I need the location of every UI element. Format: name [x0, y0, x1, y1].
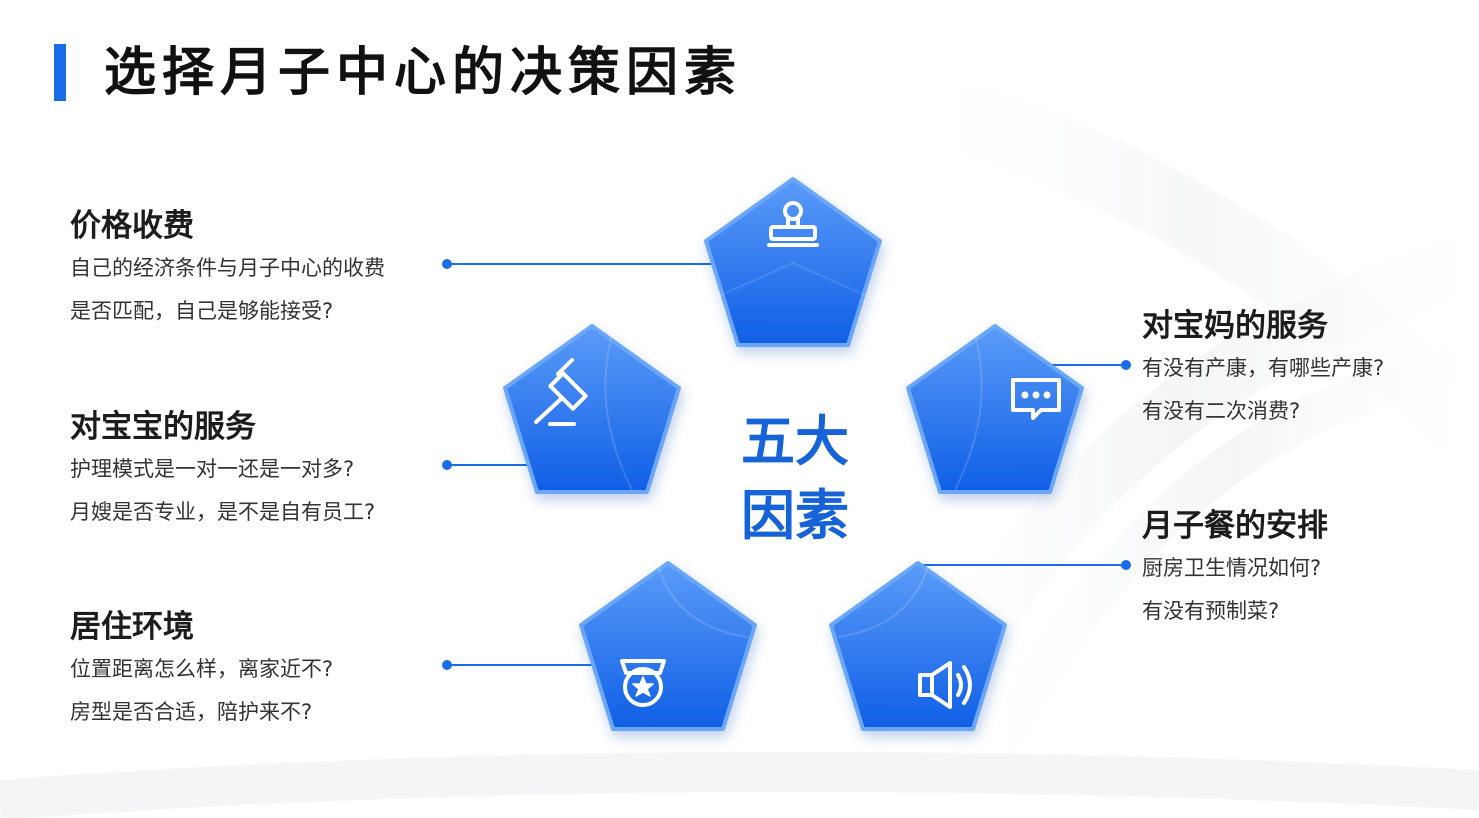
center-label-line1: 五大 — [741, 410, 849, 473]
factor-desc-line2: 有没有预制菜? — [1142, 599, 1280, 623]
pentagon-price — [704, 177, 882, 347]
factor-mom-service: 对宝妈的服务 有没有产康，有哪些产康? 有没有二次消费? — [1142, 305, 1384, 433]
factor-title: 对宝宝的服务 — [70, 409, 256, 445]
page-title: 选择月子中心的决策因素 — [104, 43, 743, 103]
center-label-line2: 因素 — [741, 484, 849, 547]
factor-meal-arrangement: 月子餐的安排 厨房卫生情况如何? 有没有预制菜? — [1142, 505, 1328, 633]
pentagon-baby — [503, 324, 681, 494]
factor-baby-service: 对宝宝的服务 护理模式是一对一还是一对多? 月嫂是否专业，是不是自有员工? — [70, 406, 375, 534]
center-label: 五大 因素 — [730, 405, 860, 553]
speaker-icon — [918, 661, 972, 709]
factor-living-environment: 居住环境 位置距离怎么样，离家近不? 房型是否合适，陪护来不? — [70, 606, 333, 734]
factor-title: 月子餐的安排 — [1142, 508, 1328, 544]
connector-meal — [920, 560, 1131, 570]
connector-living — [442, 660, 600, 670]
factor-desc-line1: 自己的经济条件与月子中心的收费 — [70, 256, 385, 280]
connector-baby — [442, 460, 535, 470]
connector-price — [442, 259, 720, 269]
pentagon-living — [579, 561, 757, 731]
factor-desc-line1: 有没有产康，有哪些产康? — [1142, 356, 1385, 380]
title-accent-bar — [54, 44, 66, 101]
factor-desc-line2: 是否匹配，自己是够能接受? — [70, 299, 334, 323]
factor-desc-line1: 护理模式是一对一还是一对多? — [70, 457, 355, 481]
stamp-icon — [767, 201, 819, 247]
pentagon-mom — [906, 324, 1084, 494]
connector-mom — [1045, 360, 1131, 370]
factor-desc-line2: 有没有二次消费? — [1142, 399, 1301, 423]
factor-desc-line2: 房型是否合适，陪护来不? — [70, 700, 313, 724]
factor-desc-line1: 厨房卫生情况如何? — [1142, 556, 1322, 580]
factor-title: 价格收费 — [70, 208, 194, 244]
factor-title: 对宝妈的服务 — [1142, 308, 1328, 344]
gavel-icon — [534, 358, 588, 426]
factor-title: 居住环境 — [70, 609, 194, 645]
pentagon-meal — [829, 561, 1007, 731]
chat-icon — [1011, 378, 1061, 420]
factor-desc-line1: 位置距离怎么样，离家近不? — [70, 657, 334, 681]
factor-price: 价格收费 自己的经济条件与月子中心的收费 是否匹配，自己是够能接受? — [70, 205, 385, 333]
factor-desc-line2: 月嫂是否专业，是不是自有员工? — [70, 500, 376, 524]
medal-icon — [620, 659, 666, 707]
